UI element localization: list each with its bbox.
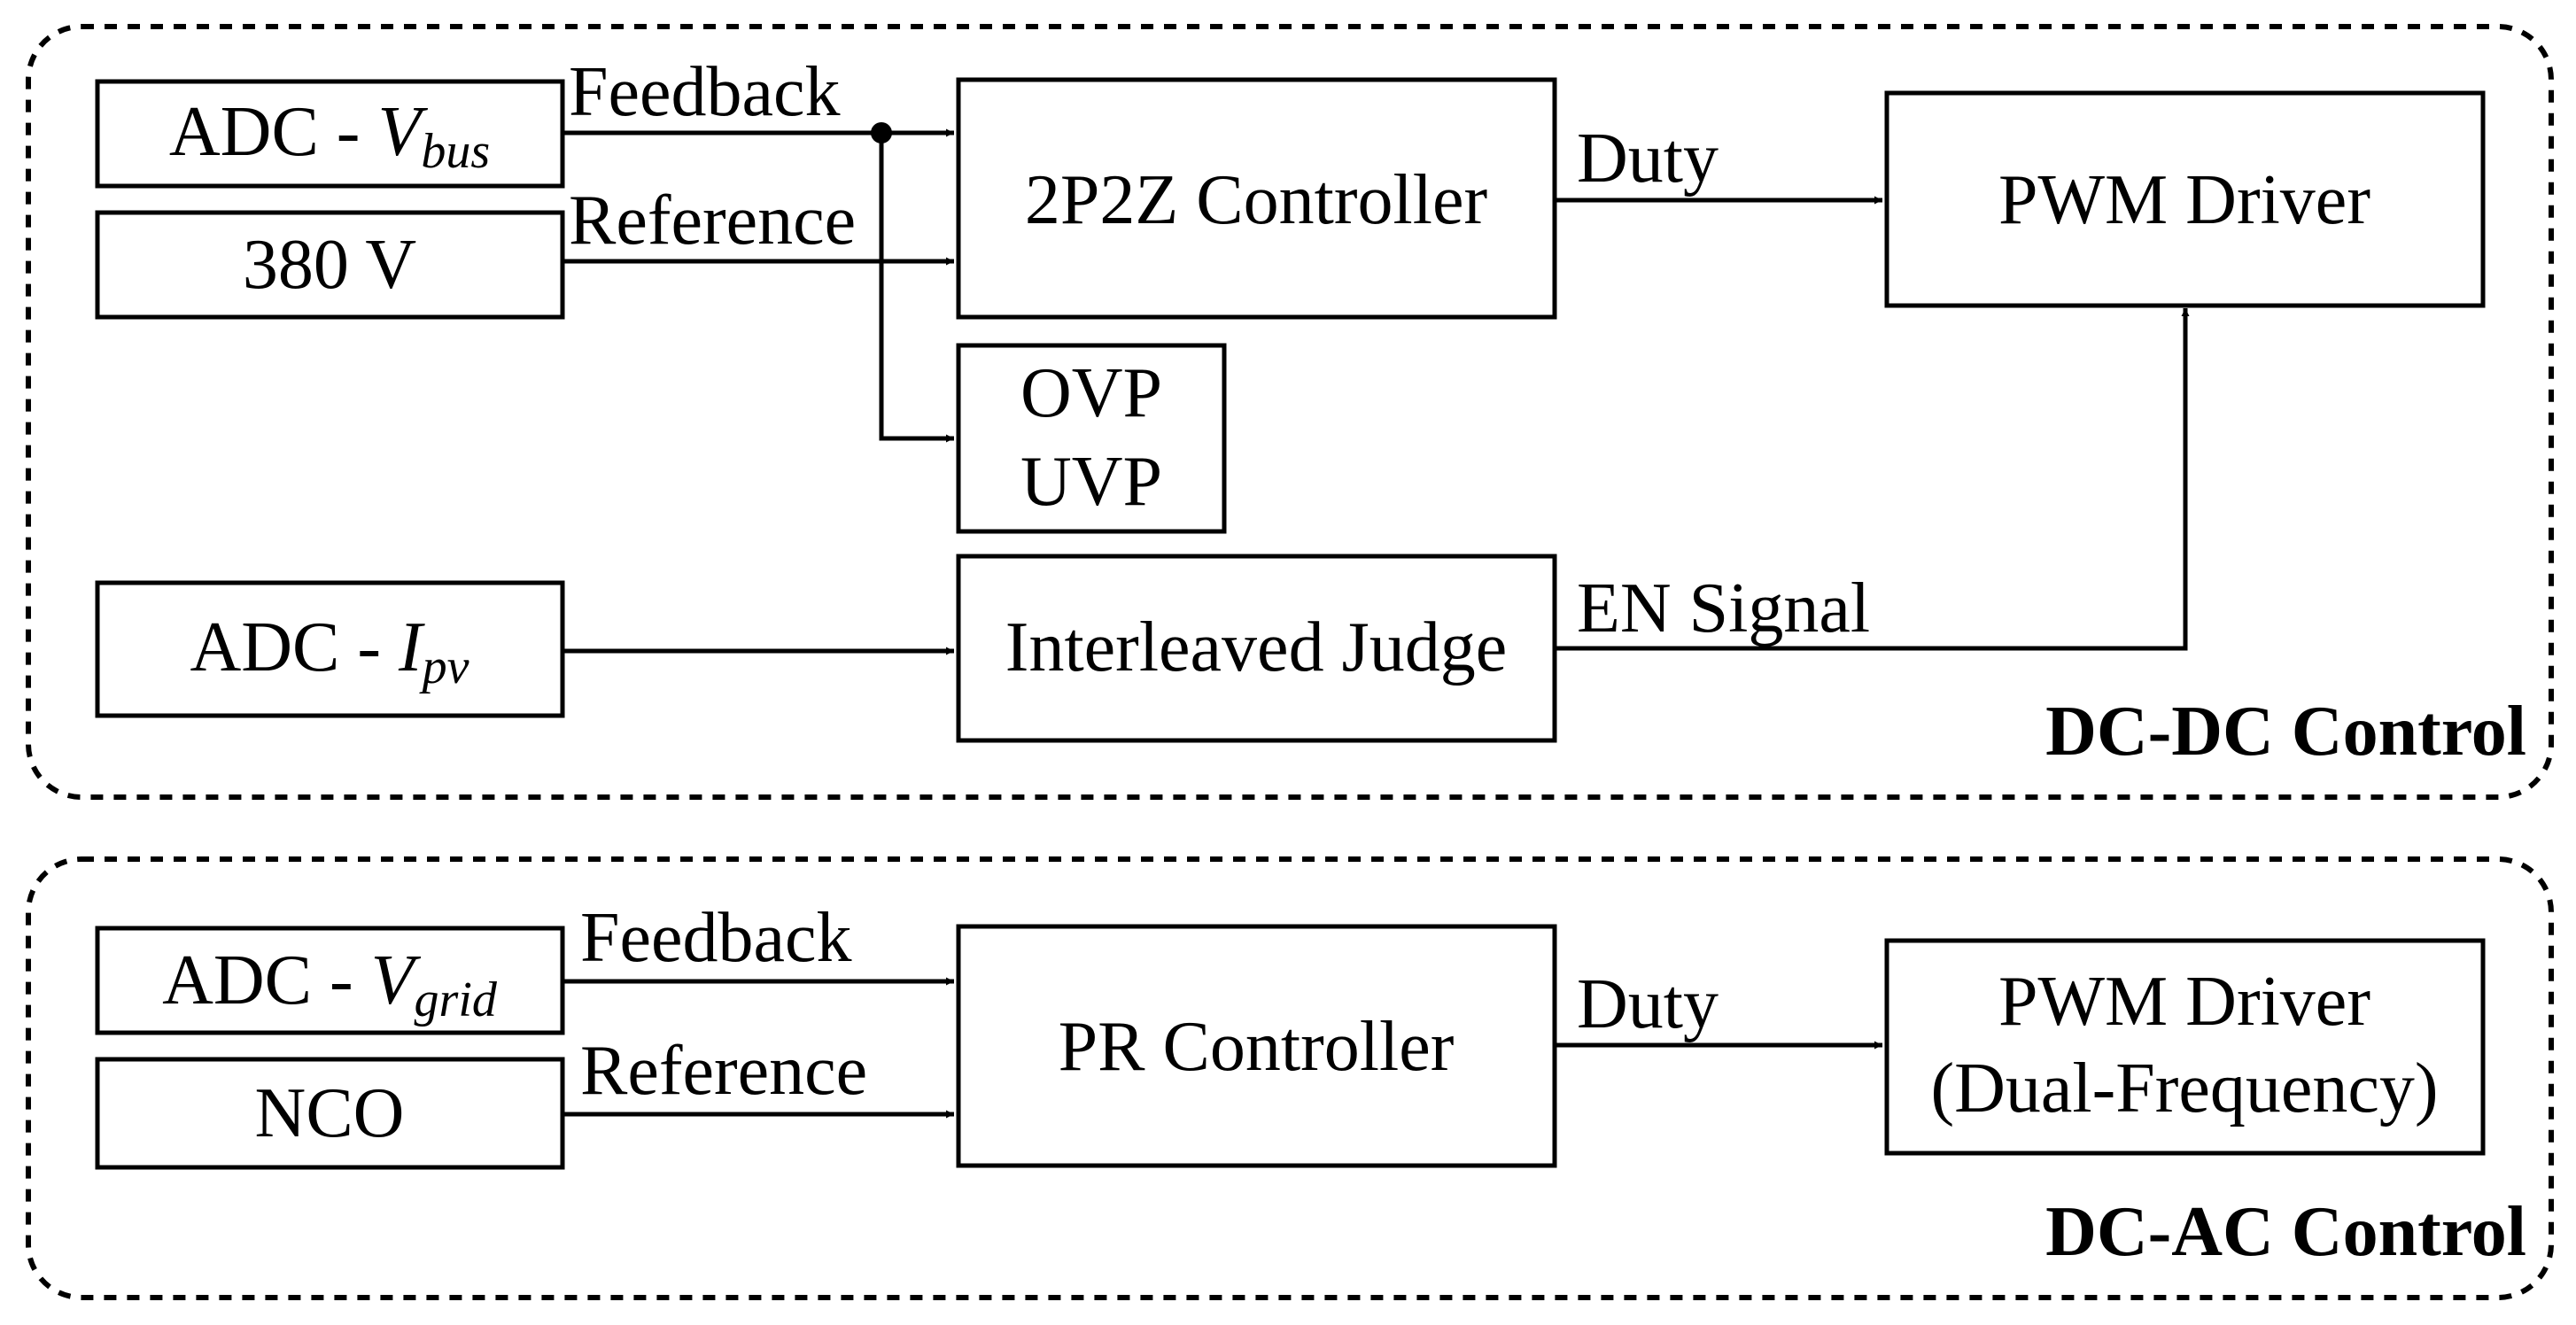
- pwm-driver-block: PWM Driver: [1884, 90, 2486, 308]
- interleaved-judge-block: Interleaved Judge: [956, 554, 1557, 743]
- adc-vgrid-block: ADC - Vgrid: [95, 926, 565, 1035]
- adc-ipv-block: ADC - Ipv: [95, 580, 565, 718]
- pwm-driver-label: PWM Driver: [1998, 161, 2370, 239]
- pwm-driver-dual-label: PWM Driver: [1998, 963, 2370, 1041]
- dcdc-control-group: [26, 24, 2554, 800]
- controller-2p2z-label: 2P2Z Controller: [1025, 161, 1487, 239]
- adc-vbus-prefix: ADC -: [169, 93, 378, 171]
- dcac-control-group: [26, 856, 2554, 1300]
- dcac-feedback-label: Feedback: [580, 899, 852, 977]
- adc-vbus-block: ADC - Vbus: [95, 79, 565, 189]
- interleaved-judge-label: Interleaved Judge: [1005, 608, 1507, 686]
- adc-vbus-var: V: [377, 93, 428, 171]
- dcac-group-title: DC-AC Control: [2045, 1193, 2526, 1271]
- ovp-label: OVP: [1020, 354, 1162, 432]
- protection-wire: [879, 133, 954, 443]
- pr-controller-block: PR Controller: [956, 924, 1557, 1168]
- dcdc-group-title: DC-DC Control: [2045, 693, 2526, 771]
- pr-controller-label: PR Controller: [1059, 1008, 1455, 1086]
- svg-text:ADC - Ipv: ADC - Ipv: [190, 608, 469, 694]
- junction-dot: [871, 122, 892, 143]
- ref-380v-block: 380 V: [95, 210, 565, 320]
- nco-block: NCO: [95, 1057, 565, 1170]
- en-signal-label: EN Signal: [1577, 570, 1870, 647]
- adc-vbus-sub: bus: [421, 124, 490, 179]
- feedback-label: Feedback: [569, 53, 841, 131]
- nco-label: NCO: [255, 1074, 405, 1152]
- adc-vgrid-prefix: ADC -: [162, 941, 371, 1019]
- adc-vgrid-var: V: [371, 941, 422, 1019]
- adc-ipv-sub: pv: [419, 639, 469, 694]
- en-signal-wire: [1555, 308, 2190, 651]
- svg-text:ADC - Vbus: ADC - Vbus: [169, 93, 490, 179]
- dcac-duty-label: Duty: [1577, 965, 1719, 1043]
- dcac-reference-label: Reference: [580, 1032, 867, 1110]
- svg-text:ADC - Vgrid: ADC - Vgrid: [162, 941, 498, 1027]
- adc-vgrid-sub: grid: [415, 972, 498, 1027]
- dual-frequency-label: (Dual-Frequency): [1930, 1050, 2438, 1127]
- controller-2p2z-block: 2P2Z Controller: [956, 77, 1557, 320]
- uvp-label: UVP: [1020, 443, 1162, 521]
- ref-380v-label: 380 V: [243, 226, 416, 304]
- reference-label: Reference: [569, 182, 856, 260]
- adc-ipv-prefix: ADC -: [190, 608, 399, 686]
- duty-label: Duty: [1577, 120, 1719, 198]
- adc-ipv-var: I: [398, 608, 425, 686]
- pwm-driver-dual-block: PWM Driver (Dual-Frequency): [1884, 938, 2486, 1156]
- protection-block: OVP UVP: [956, 343, 1227, 534]
